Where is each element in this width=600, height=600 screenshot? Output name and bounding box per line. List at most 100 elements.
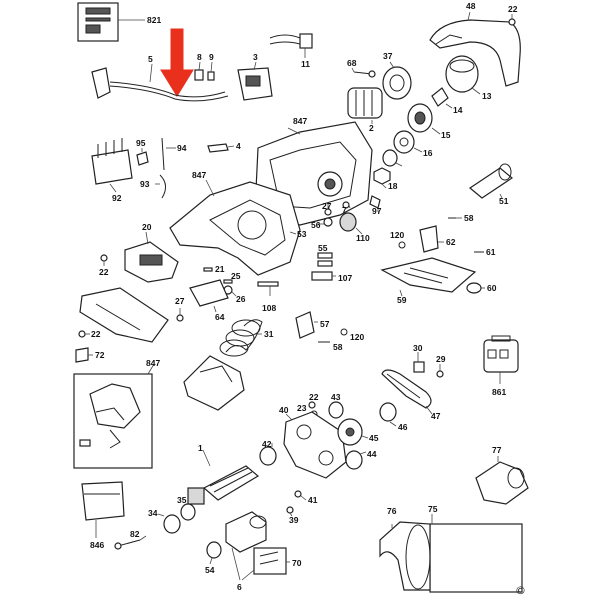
part-44-gear bbox=[345, 450, 367, 470]
callout-59: 59 bbox=[397, 295, 407, 305]
callout-27b: 27 bbox=[175, 296, 185, 306]
callout-70: 70 bbox=[292, 558, 302, 568]
part-3-switch bbox=[237, 61, 273, 101]
callout-26: 26 bbox=[236, 294, 246, 304]
part-51-dust-spout bbox=[468, 163, 514, 199]
part-59-shoe-plate bbox=[380, 257, 477, 297]
part-94-wire bbox=[161, 137, 176, 171]
part-64-plate bbox=[189, 279, 229, 313]
part-15-gear bbox=[407, 103, 441, 135]
callout-21: 21 bbox=[215, 264, 225, 274]
callout-75: 75 bbox=[428, 504, 438, 514]
part-22-screw-c bbox=[308, 401, 316, 409]
part-22-screw-b bbox=[100, 254, 108, 266]
part-5-cable bbox=[91, 63, 229, 102]
callout-61: 61 bbox=[486, 247, 496, 257]
callout-41: 41 bbox=[308, 495, 318, 505]
part-31-spring bbox=[219, 319, 263, 357]
part-60-knob bbox=[466, 282, 485, 294]
part-7-nut bbox=[342, 201, 351, 209]
callout-37: 37 bbox=[383, 51, 393, 61]
callout-93: 93 bbox=[140, 179, 150, 189]
callout-68: 68 bbox=[347, 58, 357, 68]
callout-25: 25 bbox=[231, 271, 241, 281]
part-846-bag bbox=[81, 481, 125, 538]
callout-22c: 22 bbox=[91, 329, 101, 339]
callout-51: 51 bbox=[499, 196, 509, 206]
callout-47: 47 bbox=[431, 411, 441, 421]
callout-34: 34 bbox=[148, 508, 158, 518]
callout-40: 40 bbox=[279, 405, 289, 415]
part-56-washer bbox=[318, 217, 333, 227]
part-95-clip bbox=[136, 148, 149, 166]
part-76-elbow bbox=[379, 521, 431, 591]
part-11-wires bbox=[269, 33, 313, 58]
callout-9: 9 bbox=[209, 52, 214, 62]
callout-44: 44 bbox=[367, 449, 377, 459]
callout-54: 54 bbox=[205, 565, 215, 575]
part-37-washer bbox=[382, 61, 412, 100]
callout-7: 7 bbox=[342, 205, 347, 215]
callout-22a: 22 bbox=[508, 4, 518, 14]
callout-107: 107 bbox=[338, 273, 352, 283]
part-120-oring-b bbox=[340, 328, 348, 336]
part-77-adapter bbox=[475, 456, 529, 505]
part-34-bearing bbox=[157, 513, 181, 534]
callout-847c: 847 bbox=[146, 358, 160, 368]
part-17-ring bbox=[382, 149, 403, 167]
part-1-armature bbox=[187, 449, 260, 505]
callout-22d: 22 bbox=[309, 392, 319, 402]
callout-64: 64 bbox=[215, 312, 225, 322]
callout-27a: 27 bbox=[322, 201, 332, 211]
part-110-bushing bbox=[339, 212, 363, 235]
part-62-bracket bbox=[419, 225, 444, 253]
part-48-handle bbox=[429, 11, 521, 87]
callout-58a: 58 bbox=[464, 213, 474, 223]
callout-97: 97 bbox=[372, 206, 382, 216]
callout-5: 5 bbox=[148, 54, 153, 64]
callout-53: 53 bbox=[297, 229, 307, 239]
part-47-belt bbox=[381, 369, 433, 415]
callout-95: 95 bbox=[136, 138, 146, 148]
callout-92: 92 bbox=[112, 193, 122, 203]
callout-821: 821 bbox=[147, 15, 161, 25]
callout-861: 861 bbox=[492, 387, 506, 397]
callout-847b: 847 bbox=[192, 170, 206, 180]
callout-48: 48 bbox=[466, 1, 476, 11]
part-75-dust-bag bbox=[429, 514, 523, 593]
callout-2: 2 bbox=[369, 123, 374, 133]
part-82-wrench bbox=[114, 535, 147, 550]
callout-1: 1 bbox=[198, 443, 203, 453]
part-8-clip bbox=[194, 61, 204, 81]
red-down-arrow-icon bbox=[160, 28, 194, 97]
part-43-pulley bbox=[328, 401, 344, 419]
part-93-cable bbox=[155, 174, 166, 199]
part-22-screw-top bbox=[508, 14, 516, 26]
callout-18: 18 bbox=[388, 181, 398, 191]
part-72-clip bbox=[75, 347, 93, 363]
callout-20: 20 bbox=[142, 222, 152, 232]
part-6-stator bbox=[225, 511, 267, 553]
callout-31: 31 bbox=[264, 329, 274, 339]
callout-14: 14 bbox=[453, 105, 463, 115]
part-9-pin bbox=[207, 61, 215, 81]
part-53-cover bbox=[289, 231, 297, 235]
callout-46: 46 bbox=[398, 422, 408, 432]
callout-77: 77 bbox=[492, 445, 502, 455]
part-108-rod bbox=[257, 281, 279, 296]
part-30-plate bbox=[413, 352, 425, 373]
callout-56: 56 bbox=[311, 220, 321, 230]
callout-15: 15 bbox=[441, 130, 451, 140]
part-4-brush bbox=[207, 143, 235, 153]
part-55-spacer bbox=[317, 252, 333, 267]
callout-6: 6 bbox=[237, 582, 242, 592]
callout-55: 55 bbox=[318, 243, 328, 253]
callout-57: 57 bbox=[320, 319, 330, 329]
part-45-gear bbox=[337, 418, 369, 446]
part-92-terminal-block bbox=[91, 138, 133, 193]
copyright-symbol: © bbox=[515, 584, 526, 597]
callout-847a: 847 bbox=[293, 116, 307, 126]
part-40-gearbox bbox=[283, 411, 347, 479]
part-27-screw bbox=[324, 204, 332, 216]
